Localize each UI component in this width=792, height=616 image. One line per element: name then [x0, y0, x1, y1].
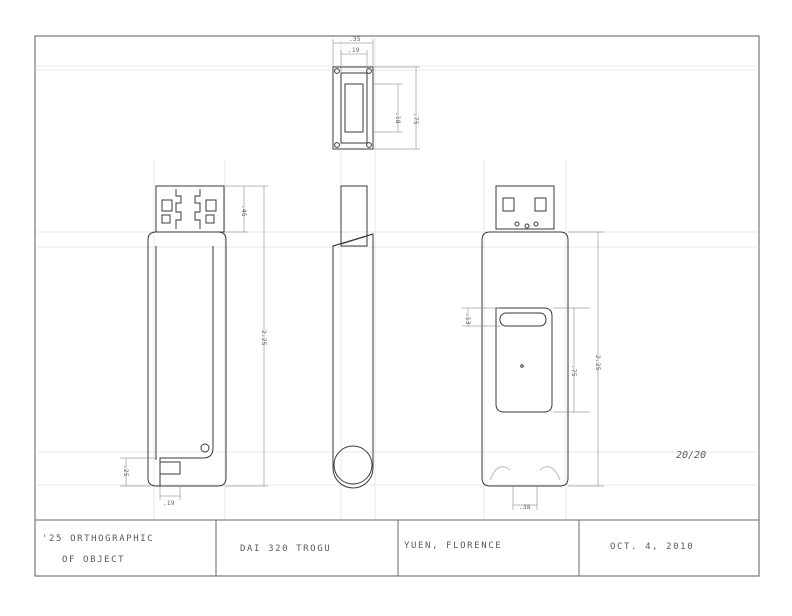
grade-mark: 20/20 [676, 450, 706, 461]
title-student-name: YUEN, FLORENCE [404, 541, 502, 551]
dim-front-bottom-width: .19 [163, 500, 175, 507]
dim-right-lower-height: .75 [570, 365, 577, 377]
dim-top-outer-height: .75 [412, 113, 419, 125]
front-view-dimension-lines [120, 185, 268, 500]
top-view [332, 66, 374, 150]
dim-top-inner-height: .18 [394, 112, 401, 124]
title-label-line2: OF OBJECT [62, 555, 125, 565]
construction-lines [35, 36, 759, 520]
side-view [332, 185, 374, 489]
title-course: DAI 320 TROGU [240, 544, 331, 554]
dim-top-width-outer: .35 [349, 36, 361, 43]
right-view-dimension-lines [462, 231, 604, 510]
right-view [481, 185, 569, 487]
front-view [147, 185, 227, 487]
dim-right-slot-height: .13 [464, 313, 471, 325]
top-view-dimension-lines [332, 39, 420, 150]
title-label-line1: '25 ORTHOGRAPHIC [42, 534, 154, 544]
dim-front-overall-height: 2.25 [260, 330, 267, 346]
dim-front-connector-height: .45 [240, 205, 247, 217]
title-block [35, 519, 759, 576]
title-date: OCT. 4, 2010 [610, 542, 694, 552]
dim-right-body-height: 2.25 [594, 355, 601, 371]
dim-top-width-inner: .19 [348, 47, 360, 54]
dim-right-bottom-width: .38 [519, 504, 531, 511]
dim-front-bottom-height: .25 [122, 465, 129, 477]
drawing-border [34, 35, 760, 577]
